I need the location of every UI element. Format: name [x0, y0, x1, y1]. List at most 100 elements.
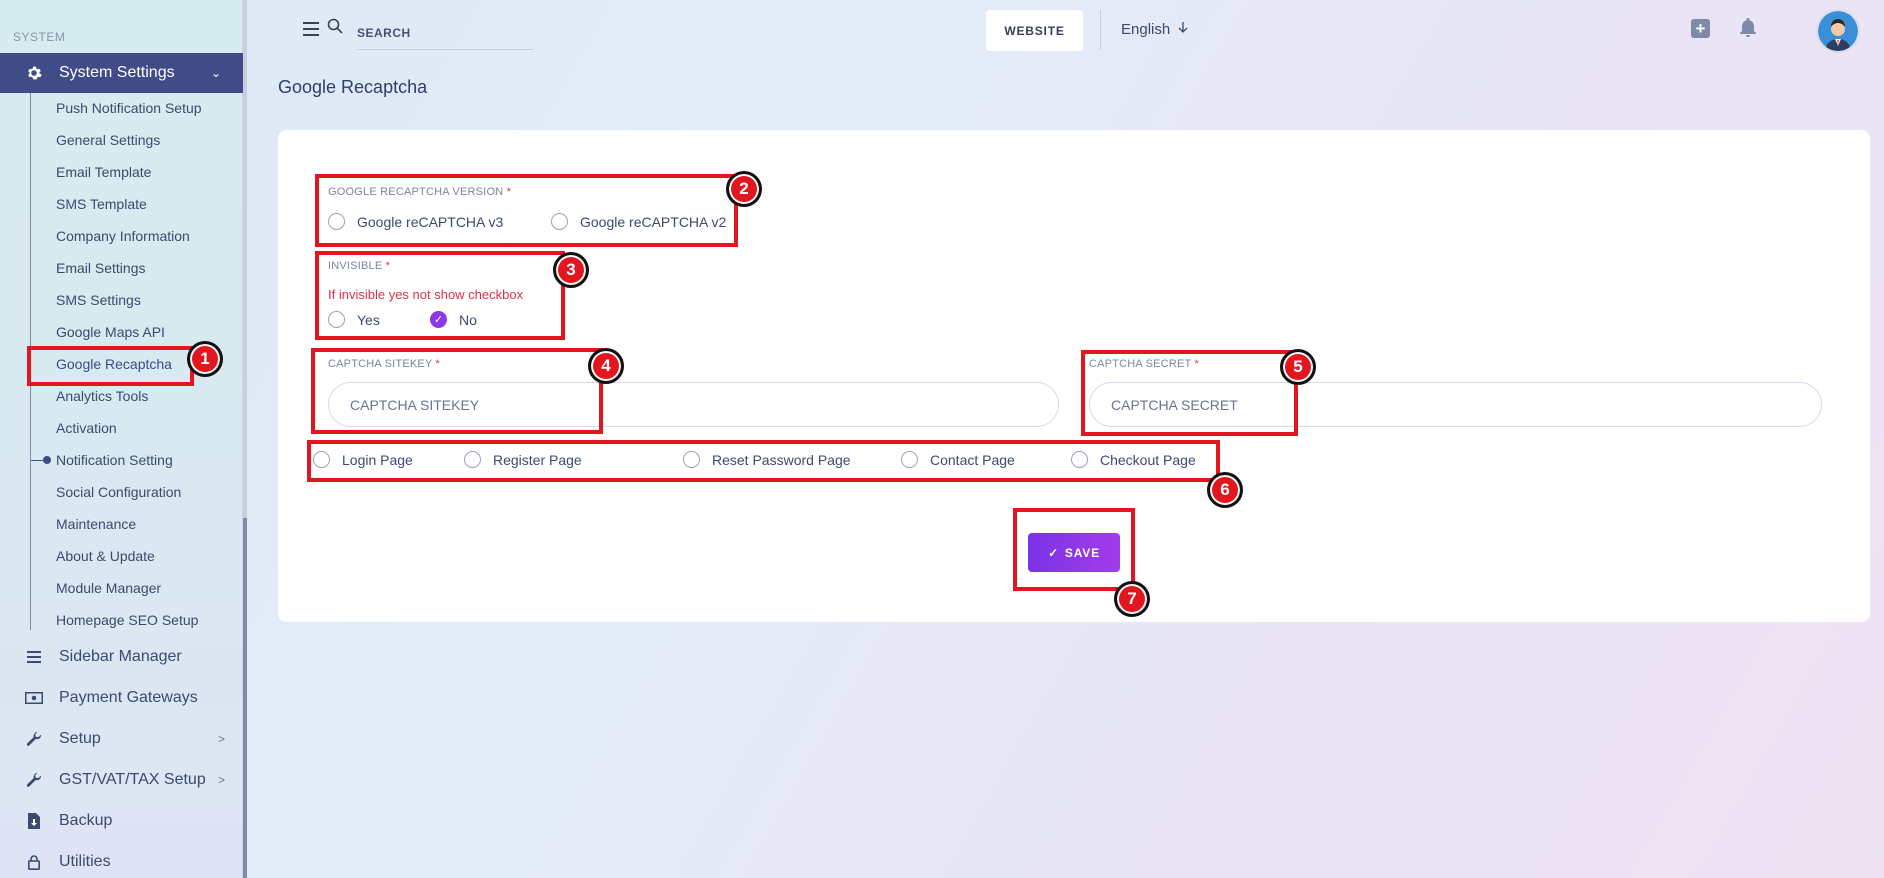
radio-circle[interactable] [464, 451, 481, 468]
sidebar-subitem-google-recaptcha[interactable]: Google Recaptcha [56, 356, 172, 372]
avatar[interactable] [1816, 9, 1860, 53]
sidebar-item-label: Setup [59, 730, 101, 747]
checkout-page-radio[interactable]: Checkout Page [1071, 451, 1196, 468]
sidebar-subitem[interactable]: SMS Settings [56, 292, 141, 308]
sidebar-item-payment-gateways[interactable]: Payment Gateways [25, 689, 225, 707]
radio-circle[interactable] [683, 451, 700, 468]
website-button[interactable]: WEBSITE [986, 10, 1083, 51]
invisible-no-radio[interactable]: ✓ No [430, 311, 477, 328]
sidebar-item-gst-vat-tax-setup[interactable]: GST/VAT/TAX Setup > [25, 771, 225, 789]
sidebar-subitem[interactable]: General Settings [56, 132, 161, 148]
menu-toggle-icon[interactable] [303, 22, 319, 36]
login-page-radio[interactable]: Login Page [313, 451, 413, 468]
required-mark: * [435, 358, 441, 370]
chevron-right-icon: > [217, 773, 225, 787]
lock-icon [25, 853, 43, 871]
radio-label: Contact Page [930, 451, 1015, 468]
sidebar-subitem[interactable]: Notification Setting [56, 452, 173, 468]
contact-page-radio[interactable]: Contact Page [901, 451, 1015, 468]
search-input[interactable] [357, 16, 533, 50]
annotation-badge: 5 [1280, 349, 1316, 385]
annotation-badge: 1 [187, 341, 223, 377]
sidebar-subitem[interactable]: Activation [56, 420, 117, 436]
add-icon[interactable]: + [1691, 19, 1710, 38]
annotation-badge: 7 [1114, 581, 1150, 617]
sidebar-subitem[interactable]: Email Settings [56, 260, 146, 276]
sidebar: SYSTEM System Settings ⌄ Push Notificati… [0, 0, 243, 878]
radio-label: Google reCAPTCHA v3 [357, 213, 504, 230]
active-indicator-line [31, 459, 43, 461]
sidebar-subitem[interactable]: Email Template [56, 164, 152, 180]
label-text: CAPTCHA SITEKEY [328, 358, 433, 370]
file-download-icon [25, 812, 43, 830]
sidebar-subitem[interactable]: Analytics Tools [56, 388, 149, 404]
label-text: INVISIBLE [328, 260, 383, 272]
annotation-box [27, 346, 194, 386]
sidebar-item-label: Payment Gateways [59, 689, 198, 706]
sidebar-subitem[interactable]: Social Configuration [56, 484, 182, 500]
sidebar-item-sidebar-manager[interactable]: Sidebar Manager [25, 648, 225, 666]
annotation-box [1081, 350, 1298, 436]
sidebar-item-label: GST/VAT/TAX Setup [59, 771, 206, 788]
sidebar-item-backup[interactable]: Backup [25, 812, 225, 830]
radio-label: Google reCAPTCHA v2 [580, 213, 727, 230]
language-selector[interactable]: English [1121, 21, 1188, 38]
radio-circle[interactable] [313, 451, 330, 468]
annotation-box [311, 348, 603, 434]
required-mark: * [506, 186, 512, 198]
scrollbar-thumb[interactable] [243, 518, 247, 878]
language-label: English [1121, 21, 1171, 38]
radio-circle[interactable] [328, 311, 345, 328]
radio-circle[interactable] [901, 451, 918, 468]
radio-circle[interactable] [328, 213, 345, 230]
sidebar-subitem[interactable]: Google Maps API [56, 324, 165, 340]
sidebar-section-label: SYSTEM [13, 30, 66, 44]
annotation-box [315, 251, 565, 340]
label-text: CAPTCHA SECRET [1089, 358, 1192, 370]
sidebar-item-label: Utilities [59, 853, 111, 870]
bell-icon[interactable] [1739, 18, 1757, 43]
sidebar-subitem[interactable]: Homepage SEO Setup [56, 612, 199, 628]
sidebar-subitem[interactable]: Push Notification Setup [56, 100, 202, 116]
sidebar-item-label: Sidebar Manager [59, 648, 182, 665]
save-button[interactable]: ✓ SAVE [1028, 533, 1120, 572]
active-indicator-dot [43, 456, 51, 464]
register-page-radio[interactable]: Register Page [464, 451, 582, 468]
reset-password-page-radio[interactable]: Reset Password Page [683, 451, 851, 468]
captcha-sitekey-input[interactable] [328, 382, 1059, 427]
recaptcha-v2-radio[interactable]: Google reCAPTCHA v2 [551, 213, 726, 230]
sidebar-item-utilities[interactable]: Utilities [25, 853, 225, 871]
annotation-box [315, 174, 738, 247]
sidebar-subitem[interactable]: Maintenance [56, 516, 137, 532]
captcha-secret-input[interactable] [1089, 382, 1822, 427]
required-mark: * [1194, 358, 1199, 370]
sidebar-item-system-settings[interactable]: System Settings ⌄ [0, 53, 243, 93]
check-icon[interactable]: ✓ [430, 311, 447, 328]
header-divider [1100, 10, 1101, 50]
recaptcha-v3-radio[interactable]: Google reCAPTCHA v3 [328, 213, 503, 230]
required-mark: * [385, 260, 391, 272]
wrench-icon [25, 730, 43, 748]
annotation-badge: 2 [726, 171, 762, 207]
radio-label: Checkout Page [1100, 451, 1196, 468]
sidebar-subitem[interactable]: Module Manager [56, 580, 162, 596]
sidebar-subitem[interactable]: About & Update [56, 548, 155, 564]
sidebar-item-setup[interactable]: Setup > [25, 730, 225, 748]
sidebar-scrollbar[interactable] [243, 0, 247, 878]
sidebar-subitem[interactable]: Company Information [56, 228, 190, 244]
label-text: GOOGLE RECAPTCHA VERSION [328, 186, 504, 198]
sidebar-subitem[interactable]: SMS Template [56, 196, 147, 212]
save-button-label: SAVE [1064, 545, 1100, 560]
invisible-yes-radio[interactable]: Yes [328, 311, 380, 328]
radio-label: Register Page [493, 451, 582, 468]
radio-label: Reset Password Page [712, 451, 851, 468]
radio-circle[interactable] [551, 213, 568, 230]
annotation-box [307, 440, 1220, 482]
chevron-right-icon: > [217, 732, 225, 746]
check-icon: ✓ [1048, 545, 1059, 560]
invisible-hint: If invisible yes not show checkbox [328, 287, 524, 302]
sidebar-submenu: Push Notification Setup General Settings… [30, 93, 243, 630]
radio-label: Login Page [342, 451, 413, 468]
radio-circle[interactable] [1071, 451, 1088, 468]
page-title: Google Recaptcha [278, 77, 428, 97]
